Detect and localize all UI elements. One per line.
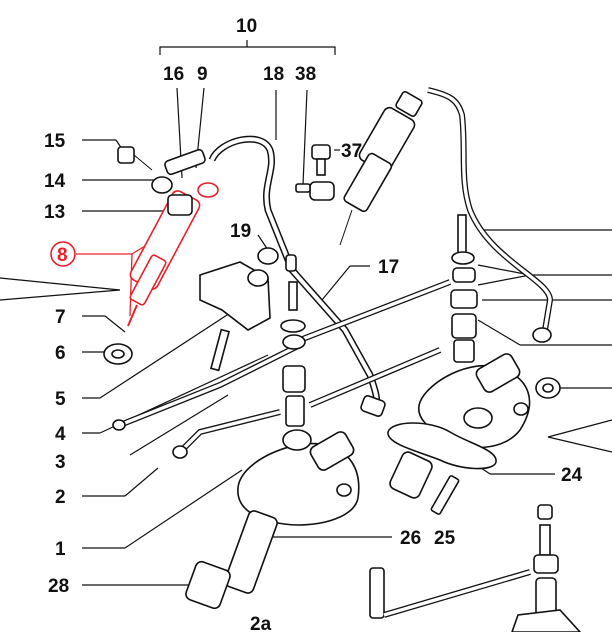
injector-right	[339, 91, 423, 246]
callout-labels: 10 16 9 18 38 15 37 14 13 19 8 17 7 6 5 …	[44, 16, 583, 632]
label-38: 38	[295, 64, 316, 85]
label-26: 26	[400, 528, 421, 549]
label-5: 5	[55, 389, 66, 410]
label-37: 37	[341, 141, 362, 162]
label-17: 17	[378, 257, 399, 278]
valve-stack-right	[450, 214, 478, 363]
label-15: 15	[44, 131, 66, 152]
label-8: 8	[57, 245, 68, 266]
label-10: 10	[236, 16, 257, 37]
label-8-highlight: 8	[50, 241, 76, 267]
label-6: 6	[55, 343, 66, 364]
label-3: 3	[55, 452, 66, 473]
label-18: 18	[263, 64, 284, 85]
label-25: 25	[434, 528, 456, 549]
valve-stack-left	[280, 281, 306, 427]
label-2a: 2a	[250, 614, 272, 632]
label-19: 19	[230, 221, 251, 242]
label-9: 9	[197, 64, 208, 85]
leader-lines	[0, 40, 612, 586]
label-16: 16	[163, 64, 184, 85]
label-4: 4	[55, 424, 66, 445]
label-1: 1	[55, 539, 66, 560]
parts-drawing	[103, 87, 582, 632]
label-24: 24	[561, 465, 583, 486]
label-2: 2	[55, 487, 66, 508]
label-13: 13	[44, 202, 65, 223]
label-7: 7	[55, 307, 66, 328]
label-14: 14	[44, 171, 66, 192]
label-28: 28	[48, 576, 69, 597]
